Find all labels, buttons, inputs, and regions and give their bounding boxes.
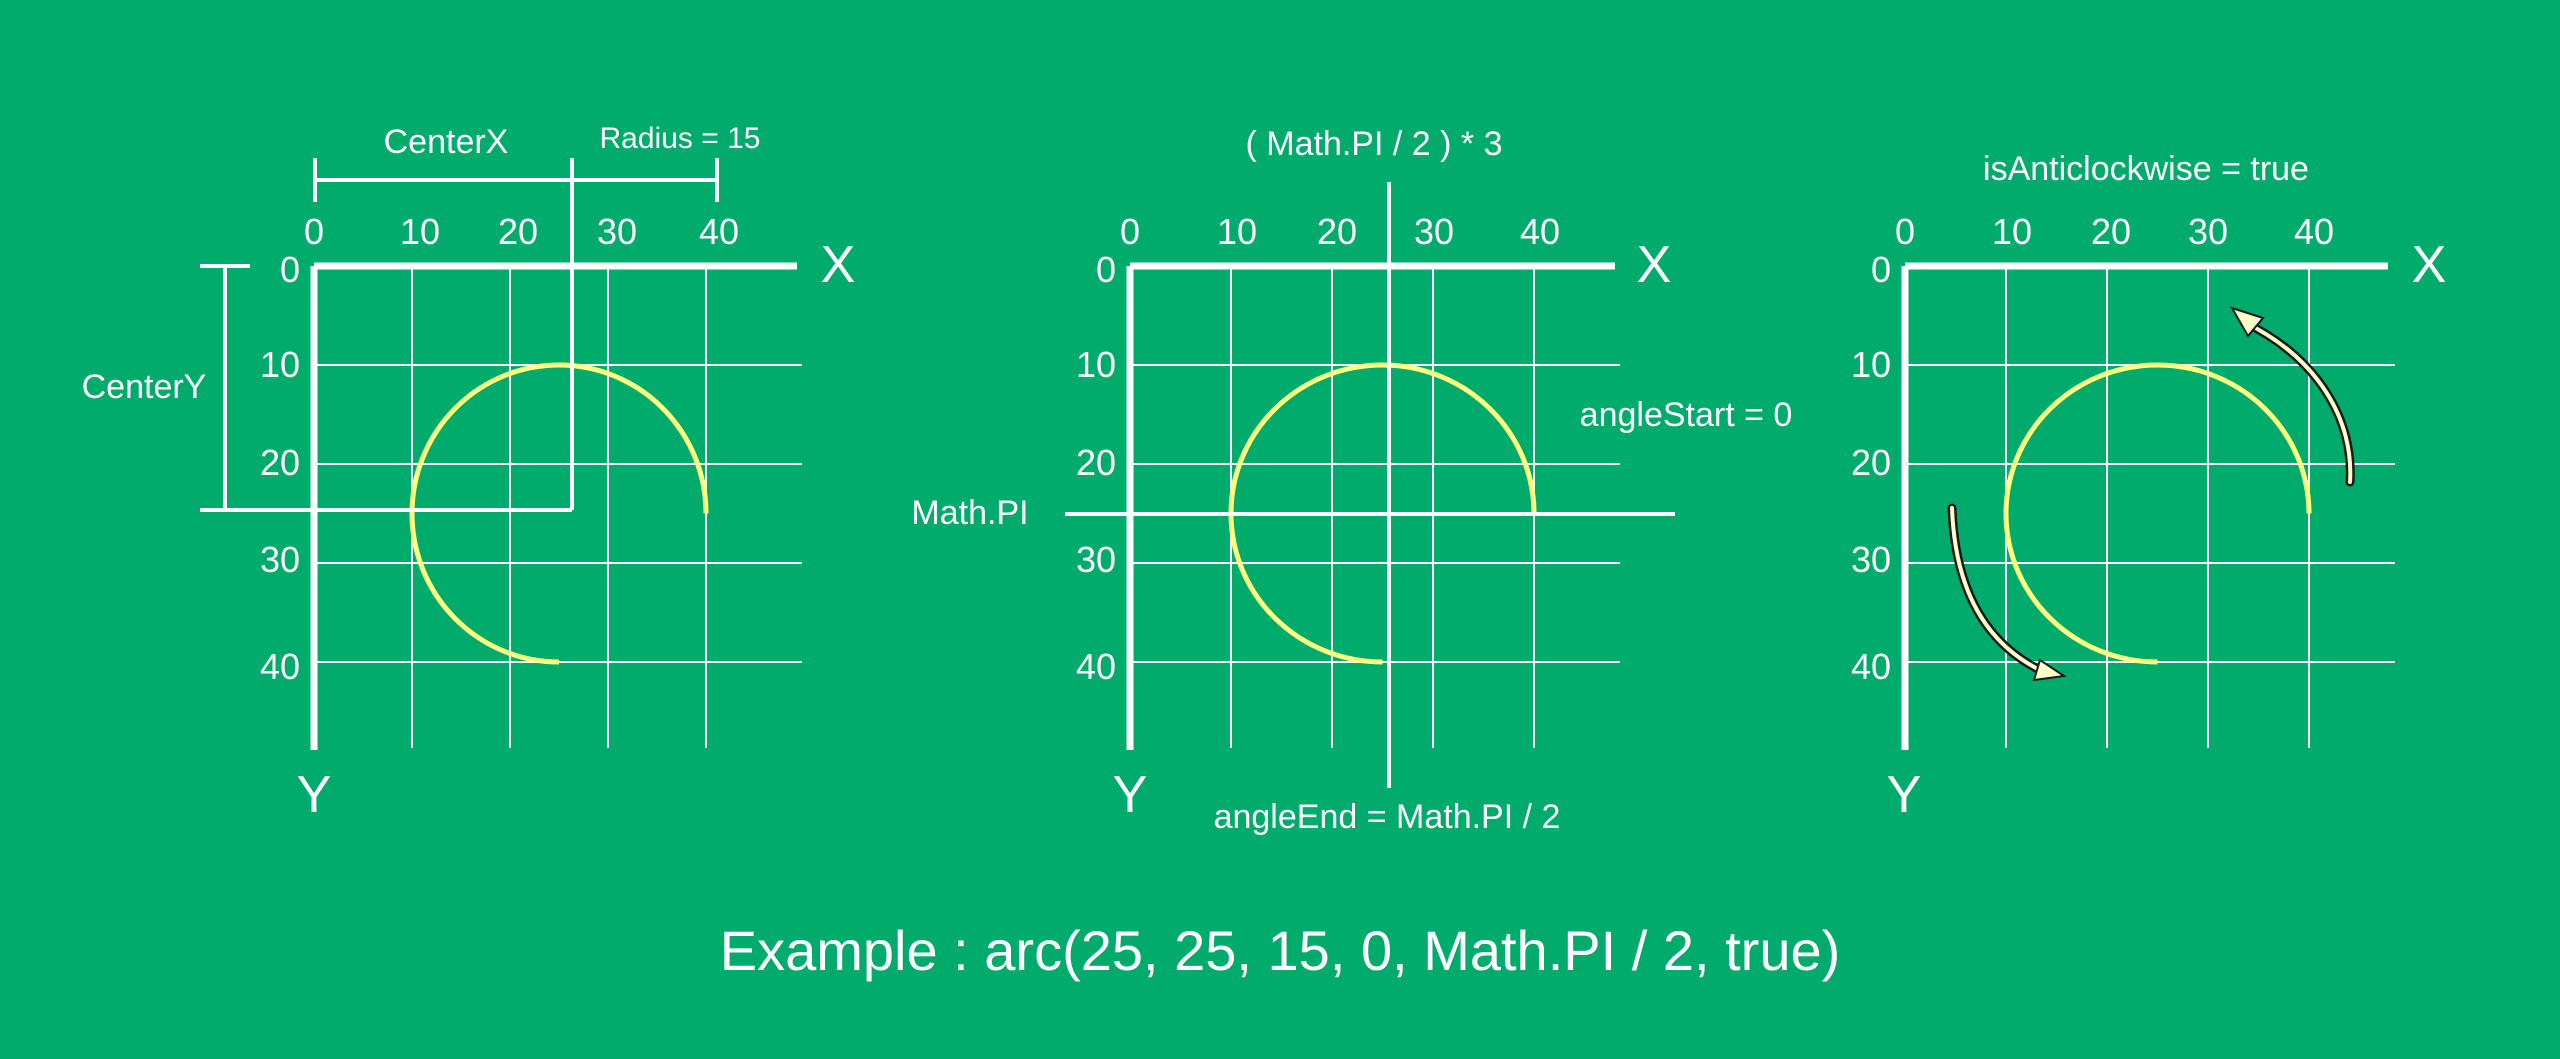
diagram-center-radius: 0 10 20 30 40 0 10 20 30 40 X Y CenterX Radius = … (82, 122, 856, 824)
x-tick-label: 40 (699, 211, 739, 252)
y-tick-label: 0 (1096, 249, 1116, 290)
y-tick-label: 40 (260, 646, 300, 687)
tick-labels: 0 10 20 30 40 0 10 20 30 40 (260, 211, 739, 687)
axes (1901, 262, 2388, 750)
centerx-label: CenterX (384, 123, 509, 161)
angle-end-label: angleEnd = Math.PI / 2 (1214, 798, 1561, 836)
x-tick-label: 20 (1317, 211, 1357, 252)
direction-arrows (1947, 306, 2355, 682)
arc-curve (1228, 362, 1537, 665)
y-tick-label: 40 (1851, 646, 1891, 687)
axes (1126, 262, 1615, 750)
y-tick-label: 0 (1871, 249, 1891, 290)
anticlockwise-label: isAnticlockwise = true (1983, 150, 2309, 188)
y-tick-label: 20 (1851, 442, 1891, 483)
y-tick-label: 10 (260, 344, 300, 385)
y-tick-label: 20 (1076, 442, 1116, 483)
diagram-anticlockwise: 0 10 20 30 40 0 10 20 30 40 X Y isAnticlockwise =… (1851, 150, 2446, 824)
center-guides (200, 158, 719, 512)
arc-curve (409, 362, 709, 665)
diagram-angles: 0 10 20 30 40 0 10 20 30 40 X Y ( Math.PI / 2 ) *… (911, 125, 1792, 836)
y-tick-label: 30 (260, 539, 300, 580)
centery-label: CenterY (82, 368, 207, 406)
y-tick-label: 20 (260, 442, 300, 483)
y-axis-name: Y (1113, 766, 1148, 824)
x-axis-name: X (821, 236, 856, 294)
x-tick-label: 40 (1520, 211, 1560, 252)
tick-labels: 0 10 20 30 40 0 10 20 30 40 (1076, 211, 1560, 687)
y-tick-label: 0 (280, 249, 300, 290)
x-tick-label: 0 (304, 211, 324, 252)
y-tick-label: 30 (1851, 539, 1891, 580)
arrow-upper-shaft-icon (2242, 320, 2353, 484)
x-tick-label: 10 (400, 211, 440, 252)
grid-lines (1130, 266, 1620, 748)
radius-label: Radius = 15 (600, 122, 761, 155)
arrow-lower-shaft-icon (1950, 506, 2046, 674)
x-axis-name: X (1637, 236, 1672, 294)
x-tick-label: 20 (498, 211, 538, 252)
angle-pi-label: Math.PI (911, 494, 1028, 532)
angle-three-half-pi-label: ( Math.PI / 2 ) * 3 (1246, 125, 1503, 163)
angle-crosshair (1065, 182, 1675, 788)
y-tick-label: 10 (1851, 344, 1891, 385)
x-tick-label: 40 (2294, 211, 2334, 252)
angle-start-label: angleStart = 0 (1580, 396, 1793, 434)
x-axis-name: X (2412, 236, 2447, 294)
x-tick-label: 0 (1120, 211, 1140, 252)
y-tick-label: 10 (1076, 344, 1116, 385)
x-tick-label: 30 (597, 211, 637, 252)
y-axis-name: Y (297, 766, 332, 824)
tick-labels: 0 10 20 30 40 0 10 20 30 40 (1851, 211, 2334, 687)
arrow-upper-head-icon (2229, 306, 2265, 338)
x-tick-label: 20 (2091, 211, 2131, 252)
grid-lines (314, 266, 802, 748)
y-tick-label: 30 (1076, 539, 1116, 580)
x-tick-label: 10 (1992, 211, 2032, 252)
x-tick-label: 30 (2188, 211, 2228, 252)
grid-lines (1905, 266, 2395, 748)
arrow-lower-head-icon (2032, 658, 2067, 682)
x-tick-label: 30 (1414, 211, 1454, 252)
example-caption: Example : arc(25, 25, 15, 0, Math.PI / 2… (720, 919, 1841, 982)
x-tick-label: 10 (1217, 211, 1257, 252)
x-tick-label: 0 (1895, 211, 1915, 252)
arc-curve (2003, 362, 2312, 665)
y-tick-label: 40 (1076, 646, 1116, 687)
y-axis-name: Y (1887, 766, 1922, 824)
